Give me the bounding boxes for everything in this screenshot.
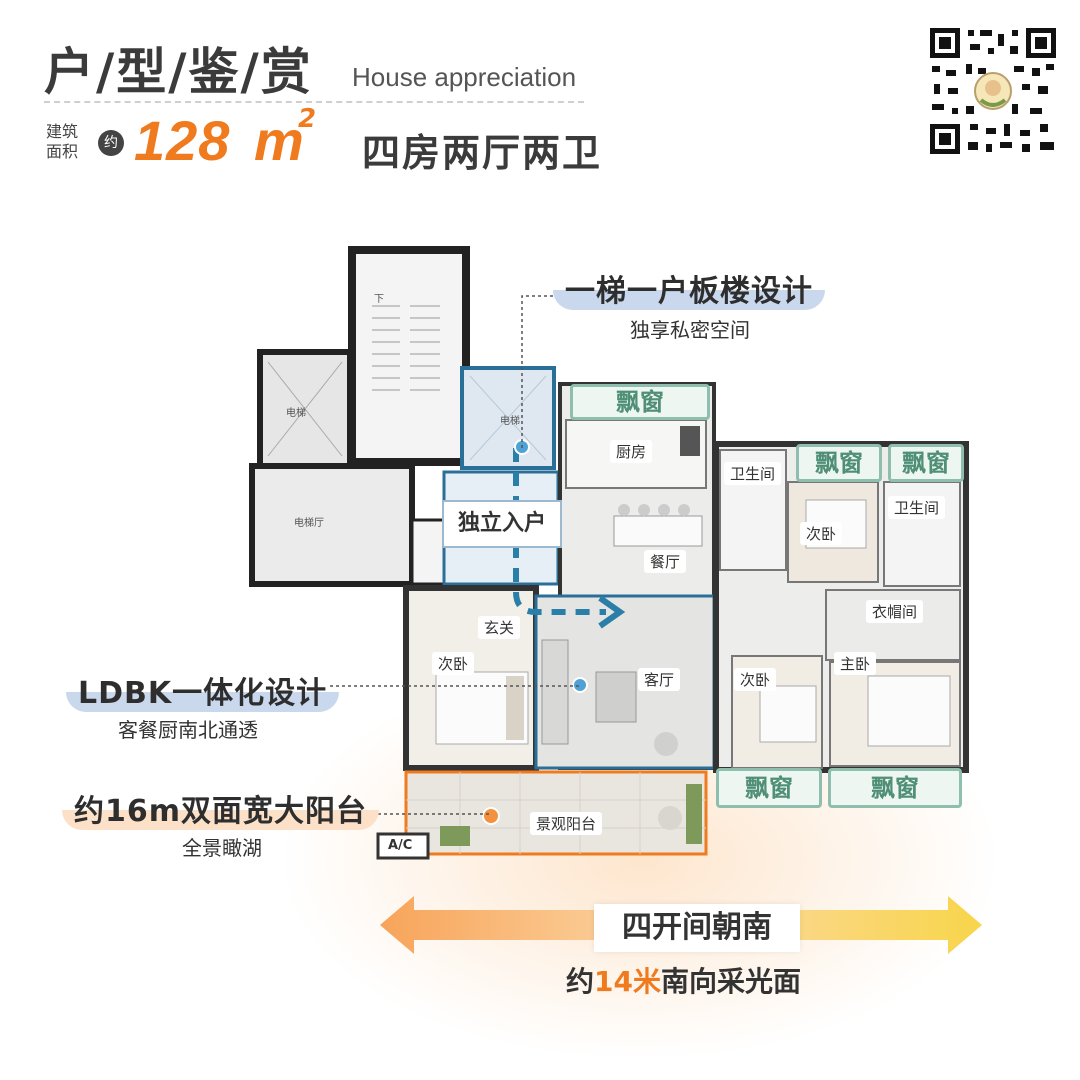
room-foyer: 玄关 [478,616,521,639]
divider [44,101,584,103]
south-light-post: 南向采光面 [660,965,801,998]
ldbk-callout-title: LDBK一体化设计 [66,668,340,712]
area-unit: m [254,109,304,172]
private-entry-tag: 独立入户 [442,500,562,548]
room-bedroom-2: 次卧 [800,522,843,545]
room-balcony: 景观阳台 [530,812,603,835]
page-title: 户/型/鉴/赏 [44,43,313,101]
south-light-number: 14米 [594,965,661,998]
ac-label: A/C [388,838,413,853]
room-closet: 衣帽间 [866,600,924,623]
stair-down-label: 下 [374,294,384,305]
bay-window-tag-bath: 飘窗 [888,444,964,482]
entry-elevator-label: 电梯 [500,416,520,427]
ldbk-callout-sub: 客餐厨南北通透 [118,718,258,742]
room-kitchen: 厨房 [610,440,653,463]
elevator-hall-label: 电梯厅 [294,518,324,529]
qr-code-icon [926,24,1060,158]
room-bedroom-3: 次卧 [734,668,777,691]
area-value: 128 [134,109,231,172]
bay-window-tag-bedroom-2: 飘窗 [796,444,882,482]
bay-window-tag-kitchen: 飘窗 [570,384,710,420]
bay-window-tag-master: 飘窗 [828,768,962,808]
area-label: 建筑面积 [46,122,79,161]
approx-badge: 约 [98,130,124,156]
south-facing-label: 四开间朝南 [594,904,800,952]
room-bedroom-west: 次卧 [432,652,475,675]
page-subtitle-en: House appreciation [352,62,577,92]
area-unit-sup: 2 [298,104,317,134]
balcony-callout-sub: 全景瞰湖 [182,836,262,860]
room-bath-1: 卫生间 [724,462,782,485]
layout-type: 四房两厅两卫 [362,131,603,175]
room-master: 主卧 [834,652,877,675]
room-dining: 餐厅 [644,550,687,573]
one-elevator-callout-sub: 独享私密空间 [630,318,750,342]
balcony-callout-title: 约16m双面宽大阳台 [62,786,380,830]
elevator-label: 电梯 [286,408,306,419]
room-living: 客厅 [638,668,681,691]
bay-window-tag-bedroom-3: 飘窗 [716,768,822,808]
south-light-pre: 约 [566,965,595,998]
one-elevator-callout-title: 一梯一户板楼设计 [553,266,825,310]
room-bath-2: 卫生间 [888,496,946,519]
south-light-caption: 约14米南向采光面 [566,960,801,1000]
